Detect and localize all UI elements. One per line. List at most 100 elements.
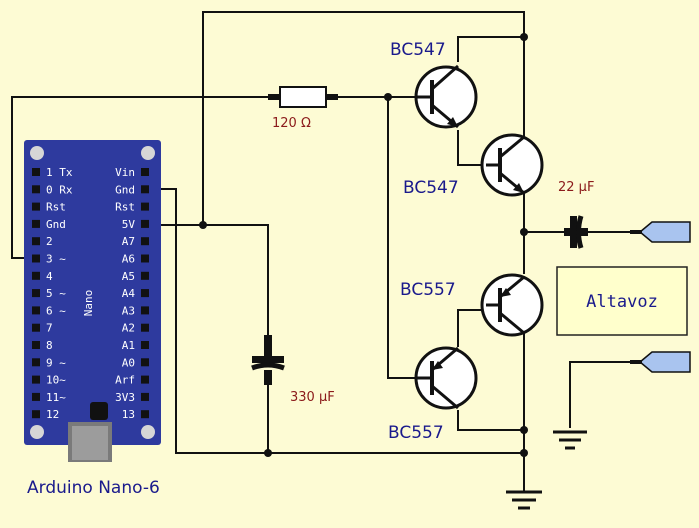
pin-pad-left-14[interactable] [32,410,40,419]
q2-label: BC547 [403,178,459,198]
junction-output [520,228,528,236]
pin-label-left-4: 2 [46,235,53,248]
wire-5v-cap [142,224,269,335]
pin-label-right-12: Arf [115,374,135,387]
pin-label-right-5: A6 [122,253,135,266]
pin-pad-left-12[interactable] [32,375,40,384]
pin-label-right-13: 3V3 [115,391,135,404]
pin-label-left-12: 10~ [46,374,66,387]
pin-pad-left-11[interactable] [32,358,40,367]
wire-board-gnd [142,188,524,454]
q1-label: BC547 [390,40,446,60]
wire-speaker-gnd [569,361,640,428]
resistor-value: 120 Ω [272,116,311,131]
junction-base [384,93,392,101]
pin-label-left-6: 4 [46,270,53,283]
pin-label-right-14: 13 [122,408,135,421]
ground-symbol-main [506,453,542,510]
wire-collector-bus [457,36,524,62]
junction-q4 [520,426,528,434]
pin-pad-right-0[interactable] [141,168,149,176]
pin-pad-right-14[interactable] [141,410,149,419]
pin-pad-left-2[interactable] [32,202,40,211]
pin-label-left-8: 6 ~ [46,304,66,317]
mount-hole-tr [141,146,155,160]
q3-label: BC557 [400,280,456,300]
pin-pad-right-11[interactable] [141,358,149,367]
resistor-body [279,86,327,108]
pin-pad-right-10[interactable] [141,341,149,349]
junction-collector [520,33,528,41]
pin-label-right-3: 5V [122,218,136,231]
pin-pad-right-8[interactable] [141,306,149,315]
speaker-connector-negative[interactable] [630,351,691,373]
wire-q4-collector [457,410,524,431]
junction-5v [199,221,207,229]
pin-pad-right-4[interactable] [141,237,149,246]
mount-hole-bl [30,425,44,439]
pin-pad-left-3[interactable] [32,219,40,228]
resistor-lead-left [268,94,280,100]
wire-signal-d3 [11,96,268,259]
mount-hole-tl [30,146,44,160]
pin-pad-right-2[interactable] [141,202,149,211]
pin-label-right-2: Rst [115,201,135,214]
pin-label-right-6: A5 [122,270,135,283]
c-output-value: 22 µF [558,180,594,195]
pin-label-right-0: Vin [115,166,135,179]
pin-label-left-14: 12 [46,408,59,421]
pin-pad-left-7[interactable] [32,289,40,298]
resistor-120[interactable] [268,86,338,108]
pin-label-left-0: 1 Tx [46,166,73,179]
pin-pad-right-7[interactable] [141,289,149,298]
transistor-q4[interactable] [414,346,478,410]
pin-label-right-10: A1 [122,339,135,352]
q4-label: BC557 [388,423,444,443]
pin-label-left-3: Gnd [46,218,66,231]
pin-label-right-11: A0 [122,356,135,369]
pin-pad-left-0[interactable] [32,168,40,176]
ground-symbol-speaker [553,430,587,450]
reset-button[interactable] [90,402,108,420]
capacitor-22uf[interactable] [564,215,588,249]
speaker-connector-positive[interactable] [630,221,691,243]
pin-pad-right-5[interactable] [141,254,149,263]
pin-label-left-10: 8 [46,339,53,352]
capacitor-330uf[interactable] [251,335,285,385]
pin-pad-right-1[interactable] [141,185,149,194]
transistor-q1[interactable] [414,64,478,129]
junctions [199,33,528,457]
pin-pad-right-9[interactable] [141,323,149,332]
pin-pad-left-4[interactable] [32,237,40,246]
pin-pad-left-1[interactable] [32,185,40,194]
pin-pad-left-13[interactable] [32,392,40,401]
pin-pad-left-5[interactable] [32,254,40,263]
pin-label-right-4: A7 [122,235,135,248]
pin-pad-left-9[interactable] [32,323,40,332]
transistor-q2[interactable] [480,133,544,197]
pin-label-right-9: A2 [122,322,135,335]
pin-label-left-13: 11~ [46,391,66,404]
pin-pad-left-10[interactable] [32,341,40,349]
pin-label-left-9: 7 [46,322,53,335]
pin-pad-right-6[interactable] [141,271,149,280]
pin-label-left-11: 9 ~ [46,356,66,369]
pin-pad-right-3[interactable] [141,219,149,228]
pin-pad-left-6[interactable] [32,271,40,280]
pin-pad-right-13[interactable] [141,392,149,401]
board-label: Arduino Nano-6 [27,478,160,498]
wire-top-rail [202,11,525,225]
transistor-q3[interactable] [480,273,544,337]
pin-pad-right-12[interactable] [141,375,149,384]
pin-label-left-1: 0 Rx [46,183,73,196]
pin-pad-left-8[interactable] [32,306,40,315]
pin-label-right-8: A3 [122,304,135,317]
pin-label-left-5: 3 ~ [46,253,66,266]
speaker-label: Altavoz [586,292,658,312]
mount-hole-br [141,425,155,439]
